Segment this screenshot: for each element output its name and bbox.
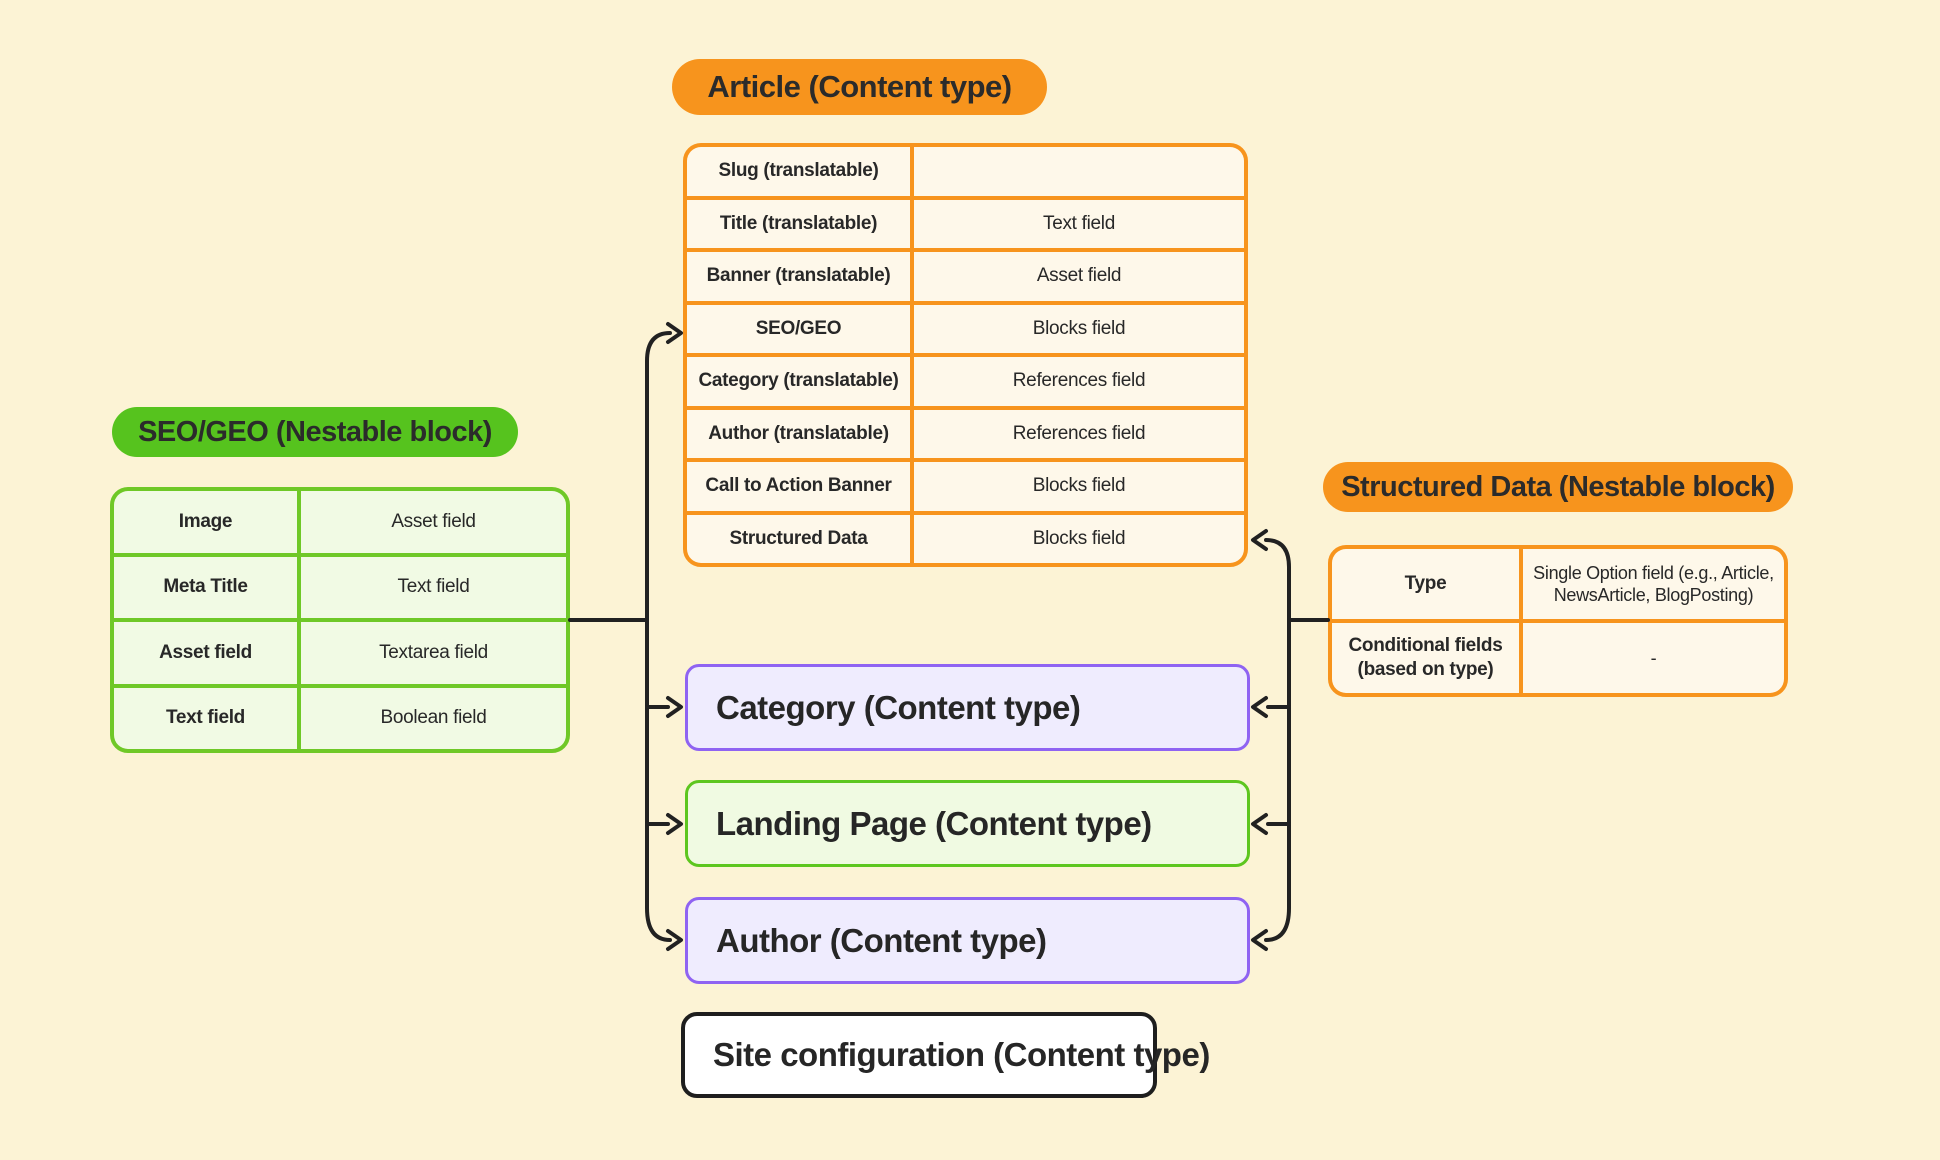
arrowhead-left: [1251, 696, 1268, 718]
arrowhead-right: [666, 929, 683, 951]
seo-field: Text field: [114, 687, 297, 749]
sd-value: Single Option field (e.g., Article, News…: [1523, 549, 1784, 619]
arrowhead-right: [666, 322, 683, 344]
landing-page-content-type-box: Landing Page (Content type): [685, 780, 1250, 867]
connector-right-trunk-up: [1264, 538, 1291, 622]
article-value: Blocks field: [914, 462, 1244, 511]
structured-data-table: Type Single Option field (e.g., Article,…: [1328, 545, 1788, 697]
seo-value: Textarea field: [301, 622, 566, 684]
article-field: Title (translatable): [687, 199, 910, 248]
seo-field: Image: [114, 491, 297, 553]
author-content-type-box: Author (Content type): [685, 897, 1250, 984]
article-field: Call to Action Banner: [687, 462, 910, 511]
seo-value: Asset field: [301, 491, 566, 553]
arrowhead-left: [1251, 813, 1268, 835]
arrowhead-left: [1251, 529, 1268, 551]
article-badge: Article (Content type): [672, 59, 1047, 115]
article-value: References field: [914, 409, 1244, 458]
seo-value: Text field: [301, 556, 566, 618]
sd-field: Conditional fields (based on type): [1332, 623, 1519, 693]
site-configuration-content-type-box: Site configuration (Content type): [681, 1012, 1210, 1098]
structured-data-badge: Structured Data (Nestable block): [1323, 462, 1793, 512]
connector-left-trunk-up: [645, 331, 672, 622]
article-field: SEO/GEO: [687, 304, 910, 353]
article-value: Blocks field: [914, 304, 1244, 353]
connector-right-trunk-down: [1264, 618, 1291, 942]
article-value: References field: [914, 357, 1244, 406]
arrowhead-left: [1251, 929, 1268, 951]
connector-left-trunk-down: [645, 618, 672, 942]
article-field: Structured Data: [687, 514, 910, 563]
seo-geo-table: Image Asset field Meta Title Text field …: [110, 487, 570, 753]
article-value: Text field: [914, 199, 1244, 248]
arrowhead-right: [666, 813, 683, 835]
seo-field: Asset field: [114, 622, 297, 684]
article-field: Author (translatable): [687, 409, 910, 458]
seo-field: Meta Title: [114, 556, 297, 618]
article-table: Slug (translatable) Title (translatable)…: [683, 143, 1248, 567]
article-field: Banner (translatable): [687, 252, 910, 301]
arrowhead-right: [666, 696, 683, 718]
seo-geo-badge: SEO/GEO (Nestable block): [112, 407, 518, 457]
article-value: [914, 147, 1244, 196]
article-value: Blocks field: [914, 514, 1244, 563]
article-field: Slug (translatable): [687, 147, 910, 196]
sd-value: -: [1523, 623, 1784, 693]
category-content-type-box: Category (Content type): [685, 664, 1250, 751]
sd-field: Type: [1332, 549, 1519, 619]
article-field: Category (translatable): [687, 357, 910, 406]
seo-value: Boolean field: [301, 687, 566, 749]
article-value: Asset field: [914, 252, 1244, 301]
